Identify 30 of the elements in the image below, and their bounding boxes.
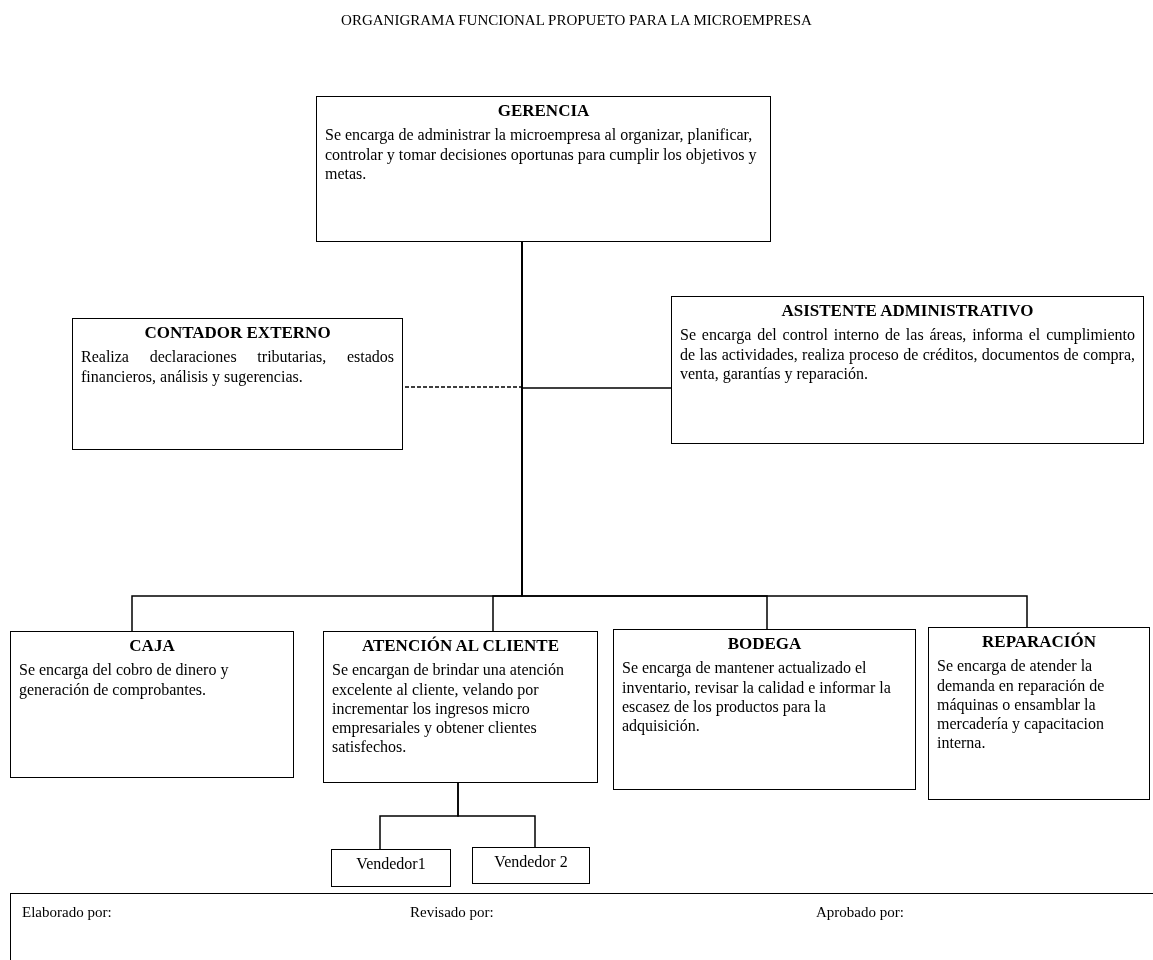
department-box (10, 631, 294, 778)
signature-label: Elaborado por: (22, 904, 112, 921)
signature-label: Revisado por: (410, 904, 494, 921)
description-text: Se encarga de administrar la microempresa al organizar, planificar, controlar y tomar decisiones oportunas para cumplir los objetivos y metas. (325, 125, 758, 183)
signature-label: Aprobado por: (816, 904, 904, 921)
description-text: Vendedor 2 (493, 852, 569, 872)
department-box (613, 629, 916, 790)
department-title: REPARACIÓN (981, 632, 1097, 653)
description-text: Se encarga del control interno de las áreas, informa el cumplimiento de las actividades, realiza proceso de créditos, documentos de compra, venta, garantías y reparación. (680, 325, 1135, 383)
department-box (323, 631, 598, 783)
department-title: BODEGA (726, 634, 803, 655)
department-box (72, 318, 403, 450)
position-box (472, 847, 590, 884)
description-text: Se encarga de mantener actualizado el inventario, revisar la calidad e informar la escasez de los productos para la adquisición. (622, 658, 892, 736)
description-text: Se encarga de atender la demanda en reparación de máquinas o ensamblar la mercadería y capacitacion interna. (937, 656, 1106, 753)
position-box (331, 849, 451, 887)
department-title: ASISTENTE ADMINISTRATIVO (780, 301, 1035, 322)
department-box (316, 96, 771, 242)
department-box (671, 296, 1144, 444)
description-text: Realiza declaraciones tributarias, estados financieros, análisis y sugerencias. (81, 347, 394, 386)
department-title: CONTADOR EXTERNO (143, 323, 332, 344)
description-text: Se encargan de brindar una atención excelente al cliente, velando por incrementar los ingresos micro empresariales y obtener clientes satisfechos. (332, 660, 566, 757)
description-text: Vendedor1 (355, 854, 427, 874)
department-title: GERENCIA (496, 101, 591, 122)
chart-title: ORGANIGRAMA FUNCIONAL PROPUETO PARA LA MICROEMPRESA (340, 12, 813, 29)
department-box (928, 627, 1150, 800)
department-title: CAJA (128, 636, 176, 657)
connector-line (457, 782, 536, 848)
department-title: ATENCIÓN AL CLIENTE (360, 636, 561, 657)
description-text: Se encarga del cobro de dinero y generación de comprobantes. (19, 660, 230, 699)
